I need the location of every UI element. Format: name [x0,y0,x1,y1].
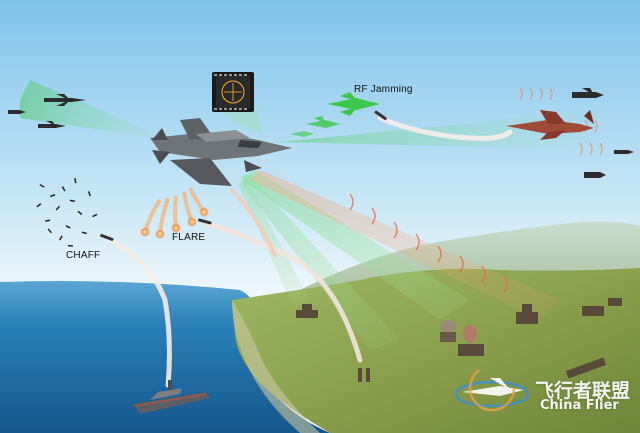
threat-radar-beam [250,170,560,320]
chaff-cloud [36,178,98,247]
flare-burst [140,187,209,239]
rf-jamming-label: RF Jamming [354,84,413,95]
jamming-beam-ground-3 [238,180,310,304]
jamming-beam-ground-1 [240,170,470,320]
ground-vehicles [296,298,622,382]
chaff-label: CHAFF [66,250,101,261]
missile-rf-side [374,110,387,121]
jamming-beam-right [280,110,600,150]
china-flier-logo [454,364,530,412]
missile-flare-side [198,218,212,225]
watermark-chinese: 飞行者联盟 [535,380,631,402]
coastline [232,300,320,433]
threat-signal-arcs [519,87,603,156]
jamming-beam-ground-2 [240,175,400,350]
cockpit-display [212,72,254,112]
missile-chaff-side [100,234,114,241]
missile-trail-ship [107,237,172,388]
rf-jamming-decoy-jets [290,92,380,137]
ground-radar-site [440,320,484,356]
missile-trail-short [230,188,277,257]
enemy-formation-left [8,94,86,128]
jamming-beam-left [20,80,170,140]
enemy-fighter-red [506,110,594,140]
missile-trail-ground [203,220,363,363]
warship [133,380,210,414]
radar-wave-arcs [349,193,508,293]
missile-trail-air [377,115,513,141]
stealth-fighter-main [150,118,292,186]
enemy-jets-right [572,88,634,178]
watermark-english: China Flier [540,398,619,413]
flare-label: FLARE [172,232,206,243]
